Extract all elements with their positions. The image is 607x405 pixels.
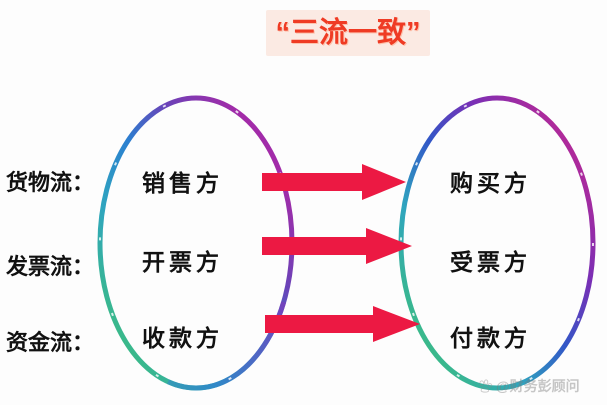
node-right-payer: 付款方 xyxy=(450,325,531,351)
row-label-goods-flow: 货物流： xyxy=(6,170,95,195)
row-label-invoice-flow: 发票流： xyxy=(6,254,95,279)
paw-logo-icon xyxy=(479,378,493,393)
watermark-text: @财务彭顾问 xyxy=(496,378,580,394)
node-right-invoice-receiver: 受票方 xyxy=(450,249,531,275)
node-left-invoice-issuer: 开票方 xyxy=(142,249,223,275)
watermark: @财务彭顾问 xyxy=(478,376,580,396)
row-label-funds-flow: 资金流： xyxy=(6,330,95,355)
title-banner-background xyxy=(266,10,430,56)
node-right-buyer: 购买方 xyxy=(450,170,531,196)
node-left-payee: 收款方 xyxy=(142,325,223,351)
right-arrow-invoice xyxy=(262,228,412,264)
node-left-seller: 销售方 xyxy=(142,170,223,196)
page-title: “三流一致” xyxy=(275,17,421,49)
right-arrow-goods xyxy=(262,164,406,200)
right-arrow-funds xyxy=(265,306,420,342)
